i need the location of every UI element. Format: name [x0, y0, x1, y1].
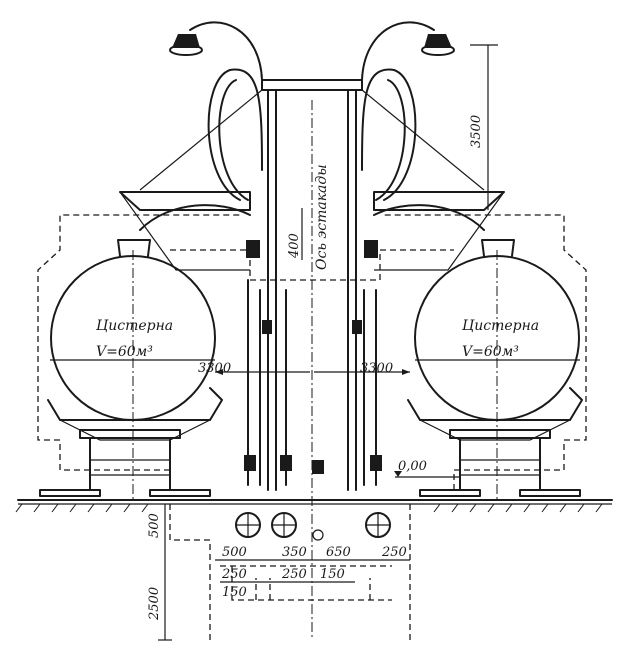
ground-line [15, 499, 613, 513]
dim-w250-b: 250 [281, 567, 307, 582]
loading-rack [119, 68, 505, 491]
lamp-left-icon [169, 21, 263, 81]
dim-height-top: 3500 [469, 115, 484, 148]
dim-w500: 500 [222, 545, 247, 560]
dim-depth-total: 2500 [147, 587, 162, 621]
dim-w650: 650 [326, 545, 351, 560]
tank-left-volume: V=60м³ [96, 344, 153, 360]
lamp-right-icon [361, 21, 455, 81]
left-tank-car [39, 239, 223, 500]
clearance-outline-right [384, 214, 587, 490]
right-tank-car [407, 239, 583, 500]
dim-w150-b: 150 [222, 585, 247, 600]
dim-w150-a: 150 [320, 567, 345, 582]
dim-level: 0,00 [398, 459, 427, 474]
tank-right-name: Цистерна [462, 318, 539, 334]
rack-clearance-outline [170, 249, 454, 281]
trench-outline [169, 504, 411, 640]
clearance-outline-left [37, 214, 240, 490]
dimension-lines [158, 44, 498, 641]
dim-w250-right: 250 [381, 545, 407, 560]
dim-w250-a: 250 [221, 567, 247, 582]
rack-axis-label: Ось эстакады [314, 164, 330, 270]
tank-right-volume: V=60м³ [462, 344, 519, 360]
underground-pipes [235, 512, 391, 541]
dim-depth-left: 500 [147, 513, 162, 538]
tank-left-name: Цистерна [96, 318, 173, 334]
dim-height-mid: 400 [287, 233, 302, 259]
dim-span-left: 3300 [198, 361, 231, 376]
dim-span-right: 3300 [360, 361, 393, 376]
dim-w350: 350 [282, 545, 307, 560]
